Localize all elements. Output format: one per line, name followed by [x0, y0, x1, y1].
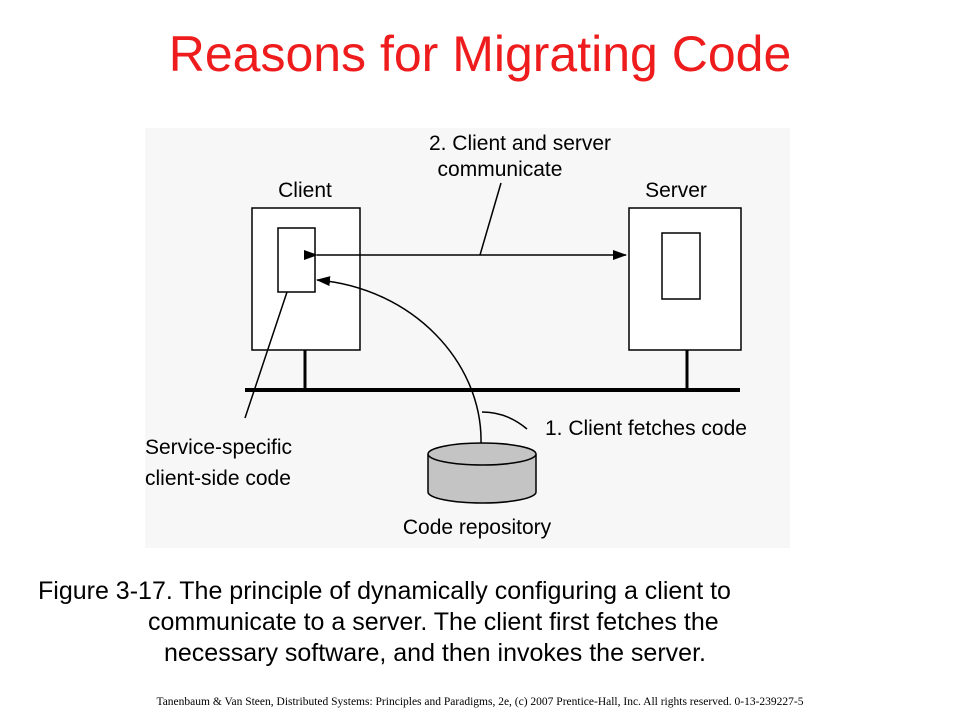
client-code-leader: [244, 291, 288, 419]
communicate-label-line1: 2. Client and server: [429, 132, 611, 155]
caption-line-1: Figure 3-17. The principle of dynamicall…: [38, 577, 731, 605]
client-code-label-line2: client-side code: [145, 467, 291, 490]
client-label: Client: [278, 179, 332, 202]
fetch-code-leader: [481, 411, 528, 430]
communicate-label-line2: communicate: [438, 158, 563, 181]
diagram-canvas: 2. Client and server communicate Client …: [145, 132, 747, 539]
code-repository-cylinder: [427, 454, 537, 504]
caption-line-3: necessary software, and then invokes the…: [164, 639, 706, 667]
fetch-label: 1. Client fetches code: [545, 417, 747, 440]
copyright-footer: Tanenbaum & Van Steen, Distributed Syste…: [156, 696, 804, 708]
fetch-code-arrow: [316, 276, 482, 445]
server-code-box: [661, 232, 701, 300]
slide-title: Reasons for Migrating Code: [168, 26, 792, 82]
figure-caption: Figure 3-17. The principle of dynamicall…: [38, 576, 928, 669]
caption-line-2: communicate to a server. The client firs…: [148, 608, 719, 636]
code-migration-diagram: 2. Client and server communicate Client …: [145, 128, 790, 548]
client-code-label-line1: Service-specific: [145, 436, 292, 459]
client-side-code-box: [277, 227, 316, 293]
code-repository-top: [427, 442, 537, 466]
server-label: Server: [645, 179, 707, 202]
communicate-leader: [479, 182, 502, 256]
repository-label: Code repository: [403, 516, 552, 539]
